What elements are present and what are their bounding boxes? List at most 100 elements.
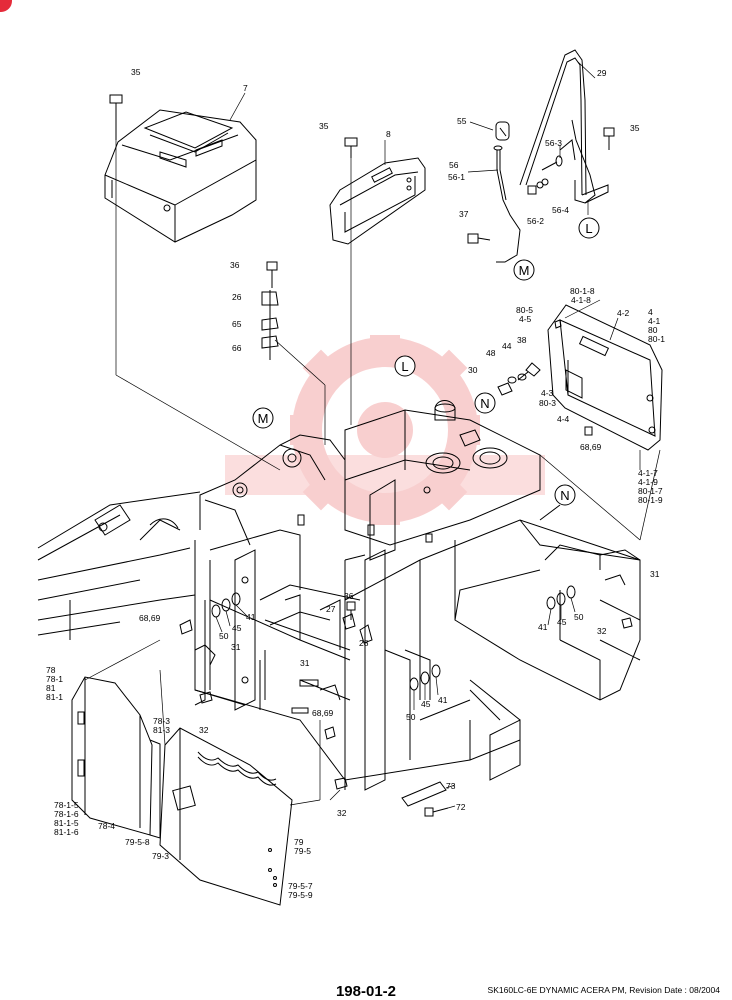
svg-text:L: L bbox=[401, 359, 408, 374]
clamp-stack-26-65-66 bbox=[261, 290, 279, 360]
callout-45: 45 bbox=[557, 617, 567, 627]
callout-80-1-8: 80-1-8 bbox=[570, 286, 595, 296]
callout-28: 28 bbox=[359, 638, 369, 648]
callout-80-3: 80-3 bbox=[539, 398, 556, 408]
callout-4-1-7: 4-1-7 bbox=[638, 468, 658, 478]
callout-labels: 35 7 35 8 29 55 56-3 35 56 56-1 37 56-2 … bbox=[46, 67, 665, 900]
bolt-38 bbox=[517, 362, 541, 381]
callout-4-1: 4-1 bbox=[648, 316, 661, 326]
callout-79-5-9: 79-5-9 bbox=[288, 890, 313, 900]
part-28 bbox=[359, 624, 373, 644]
callout-31: 31 bbox=[300, 658, 310, 668]
callout-37: 37 bbox=[459, 209, 469, 219]
leader-lines bbox=[84, 61, 661, 809]
ref-mark-L-mid: L bbox=[394, 355, 416, 377]
callout-79-5: 79-5 bbox=[294, 846, 311, 856]
callout-4-2: 4-2 bbox=[617, 308, 630, 318]
callout-41: 41 bbox=[438, 695, 448, 705]
callout-50: 50 bbox=[406, 712, 416, 722]
callout-80-5: 80-5 bbox=[516, 305, 533, 315]
bolt-35-a bbox=[109, 94, 123, 140]
callout-81-1-6: 81-1-6 bbox=[54, 827, 79, 837]
side-panel-4-part bbox=[547, 304, 663, 451]
ref-mark-N-left: N bbox=[474, 392, 496, 414]
callout-8: 8 bbox=[386, 129, 391, 139]
callout-35: 35 bbox=[319, 121, 329, 131]
rear-panel-79-part bbox=[159, 727, 293, 906]
bolt-36-b bbox=[346, 601, 356, 620]
callout-32: 32 bbox=[199, 725, 209, 735]
callout-79-5-7: 79-5-7 bbox=[288, 881, 313, 891]
rear-panel-78-part bbox=[71, 676, 161, 839]
callout-38: 38 bbox=[517, 335, 527, 345]
part-27 bbox=[342, 613, 356, 630]
svg-text:N: N bbox=[560, 488, 569, 503]
callout-81: 81 bbox=[46, 683, 56, 693]
bolt-stack-left bbox=[211, 592, 241, 618]
callout-81-1-5: 81-1-5 bbox=[54, 818, 79, 828]
callout-31: 31 bbox=[650, 569, 660, 579]
callout-36: 36 bbox=[230, 260, 240, 270]
callout-66: 66 bbox=[232, 343, 242, 353]
bolt-37 bbox=[467, 233, 491, 244]
ref-mark-N-right: N bbox=[554, 484, 576, 506]
bolt-72 bbox=[424, 807, 449, 817]
bracket-31-a bbox=[194, 644, 216, 666]
callout-31: 31 bbox=[231, 642, 241, 652]
knob-55-part bbox=[495, 121, 510, 141]
callout-73: 73 bbox=[446, 781, 456, 791]
callout-56-4: 56-4 bbox=[552, 205, 569, 215]
page-number: 198-01-2 bbox=[335, 983, 397, 1000]
cover-8-part bbox=[329, 157, 426, 245]
callout-41: 41 bbox=[246, 612, 256, 622]
callout-80: 80 bbox=[648, 325, 658, 335]
callout-68-69: 68,69 bbox=[139, 613, 161, 623]
bolt-36-a bbox=[266, 261, 278, 288]
callout-35: 35 bbox=[630, 123, 640, 133]
bolt-35-c bbox=[603, 127, 615, 150]
svg-text:N: N bbox=[480, 396, 489, 411]
callout-81-3: 81-3 bbox=[153, 725, 170, 735]
svg-text:M: M bbox=[258, 411, 269, 426]
callout-56: 56 bbox=[449, 160, 459, 170]
callout-4-5: 4-5 bbox=[519, 314, 532, 324]
bracket-31-b bbox=[604, 574, 626, 586]
callout-79-3: 79-3 bbox=[152, 851, 169, 861]
bracket-31-c bbox=[319, 684, 341, 701]
callout-50: 50 bbox=[219, 631, 229, 641]
callout-32: 32 bbox=[337, 808, 347, 818]
callout-56-3: 56-3 bbox=[545, 138, 562, 148]
callout-81-1: 81-1 bbox=[46, 692, 63, 702]
callout-56-2: 56-2 bbox=[527, 216, 544, 226]
callout-56-1: 56-1 bbox=[448, 172, 465, 182]
callout-45: 45 bbox=[421, 699, 431, 709]
callout-45: 45 bbox=[232, 623, 242, 633]
ref-mark-L-top: L bbox=[578, 217, 600, 239]
callout-80-1-7: 80-1-7 bbox=[638, 486, 663, 496]
callout-36: 36 bbox=[344, 591, 354, 601]
bolt-56-3 bbox=[541, 155, 563, 171]
callout-79-5-8: 79-5-8 bbox=[125, 837, 150, 847]
watermark-gear-logo bbox=[225, 335, 545, 525]
callout-32: 32 bbox=[597, 626, 607, 636]
callout-4-4: 4-4 bbox=[557, 414, 570, 424]
callout-78-1-5: 78-1-5 bbox=[54, 800, 79, 810]
callout-80-1-9: 80-1-9 bbox=[638, 495, 663, 505]
callout-72: 72 bbox=[456, 802, 466, 812]
callout-78-4: 78-4 bbox=[98, 821, 115, 831]
callout-50: 50 bbox=[574, 612, 584, 622]
washer-44 bbox=[507, 376, 517, 384]
callout-68-69: 68,69 bbox=[312, 708, 334, 718]
callout-78-1-6: 78-1-6 bbox=[54, 809, 79, 819]
part-73 bbox=[401, 781, 447, 807]
ref-mark-M-top: M bbox=[513, 259, 535, 281]
callout-80-1: 80-1 bbox=[648, 334, 665, 344]
ref-mark-M-mid: M bbox=[252, 407, 274, 429]
battery-cover-part bbox=[104, 109, 257, 243]
lever-29-part bbox=[519, 49, 609, 204]
callout-78-1: 78-1 bbox=[46, 674, 63, 684]
svg-text:M: M bbox=[519, 263, 530, 278]
plate-30 bbox=[497, 382, 513, 396]
callout-55: 55 bbox=[457, 116, 467, 126]
